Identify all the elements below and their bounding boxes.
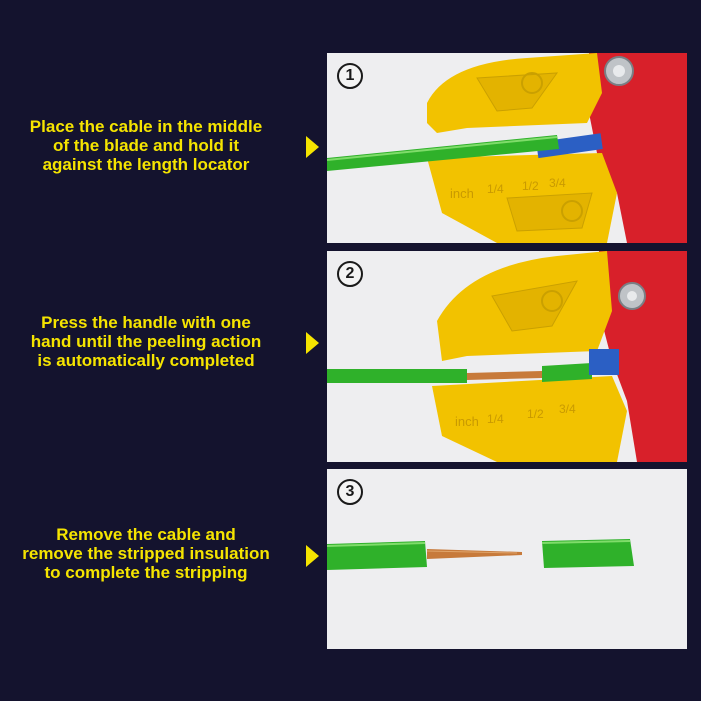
scale-mark: 1/4 [487,412,504,426]
step-1-caption: Place the cable in the middle of the bla… [0,117,292,174]
step-number-badge: 2 [337,261,363,287]
step-number-badge: 1 [337,63,363,89]
step-1-photo: inch 1/4 1/2 3/4 1 [327,53,687,243]
scale-mark: 3/4 [549,176,566,190]
stripped-cable-illustration [327,539,634,570]
caption-line: Remove the cable and [56,525,236,544]
caption-line: against the length locator [42,155,250,174]
arrow-right-icon [306,332,319,354]
scale-label: inch [455,414,479,429]
step-2-caption: Press the handle with one hand until the… [0,313,292,370]
scale-mark: 1/4 [487,182,504,196]
wire-stripper-clamp-illustration: inch 1/4 1/2 3/4 [327,53,687,243]
caption-line: Place the cable in the middle [29,117,263,136]
step-2-photo: inch 1/4 1/2 3/4 2 [327,251,687,462]
scale-mark: 1/2 [522,179,539,193]
arrow-right-icon [306,136,319,158]
step-number-badge: 3 [337,479,363,505]
caption-line: is automatically completed [37,351,255,370]
step-3-photo: 3 [327,469,687,649]
wire-stripper-peel-illustration: inch 1/4 1/2 3/4 [327,251,687,462]
caption-line: to complete the stripping [44,563,248,582]
scale-mark: 3/4 [559,402,576,416]
scale-mark: 1/2 [527,407,544,421]
caption-line: of the blade and hold it [52,136,240,155]
step-3-caption: Remove the cable and remove the stripped… [0,525,292,582]
caption-line: remove the stripped insulation [22,544,270,563]
caption-line: hand until the peeling action [30,332,262,351]
caption-line: Press the handle with one [41,313,251,332]
arrow-right-icon [306,545,319,567]
scale-label: inch [450,186,474,201]
